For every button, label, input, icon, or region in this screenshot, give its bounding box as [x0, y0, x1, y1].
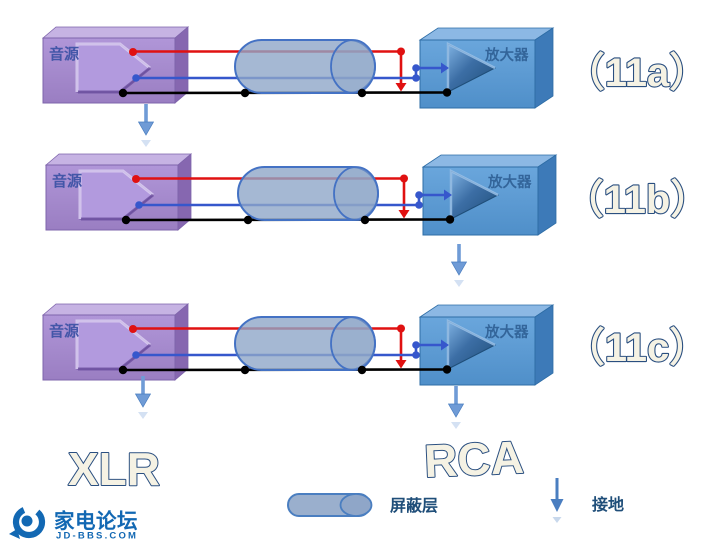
figure-label-11a: （11a） — [565, 51, 710, 95]
diagram-11c: 音源 放大器 — [41, 302, 555, 387]
cable-shield — [234, 39, 376, 94]
shield-icon — [287, 493, 373, 517]
source-box — [41, 302, 190, 382]
connector-label-rca: RCA — [423, 431, 525, 487]
logo: 家电论坛 JD-BBS.COM — [9, 505, 138, 540]
cable-shield — [237, 166, 379, 221]
cable-shield — [234, 316, 376, 371]
legend: 屏蔽层 接地 — [287, 478, 624, 523]
logo-domain: JD-BBS.COM — [56, 531, 138, 540]
figure-label-11b: （11b） — [564, 178, 711, 222]
diagram-11a: 音源 放大器 — [41, 25, 555, 110]
amplifier-label: 放大器 — [484, 46, 529, 64]
source-label: 音源 — [49, 322, 79, 340]
connector-label-xlr: XLR — [68, 443, 160, 495]
ground-arrow-icon — [550, 478, 564, 523]
logo-name: 家电论坛 — [54, 509, 138, 533]
source-label: 音源 — [52, 172, 82, 190]
amplifier-label: 放大器 — [487, 173, 532, 191]
source-box — [44, 152, 193, 232]
ground-arrow-source — [133, 374, 153, 421]
figure-label-11c: （11c） — [565, 326, 710, 370]
ground-arrow-source — [136, 102, 156, 149]
legend-shield-label: 屏蔽层 — [390, 496, 438, 515]
source-label: 音源 — [49, 45, 79, 63]
source-box — [41, 25, 190, 105]
legend-ground-label: 接地 — [592, 495, 624, 514]
logo-swirl-icon — [9, 505, 46, 539]
ground-arrow-amplifier — [446, 384, 466, 431]
diagram-11b: 音源 放大器 — [44, 152, 558, 237]
ground-arrow-amplifier — [449, 242, 469, 289]
amplifier-label: 放大器 — [484, 323, 529, 341]
